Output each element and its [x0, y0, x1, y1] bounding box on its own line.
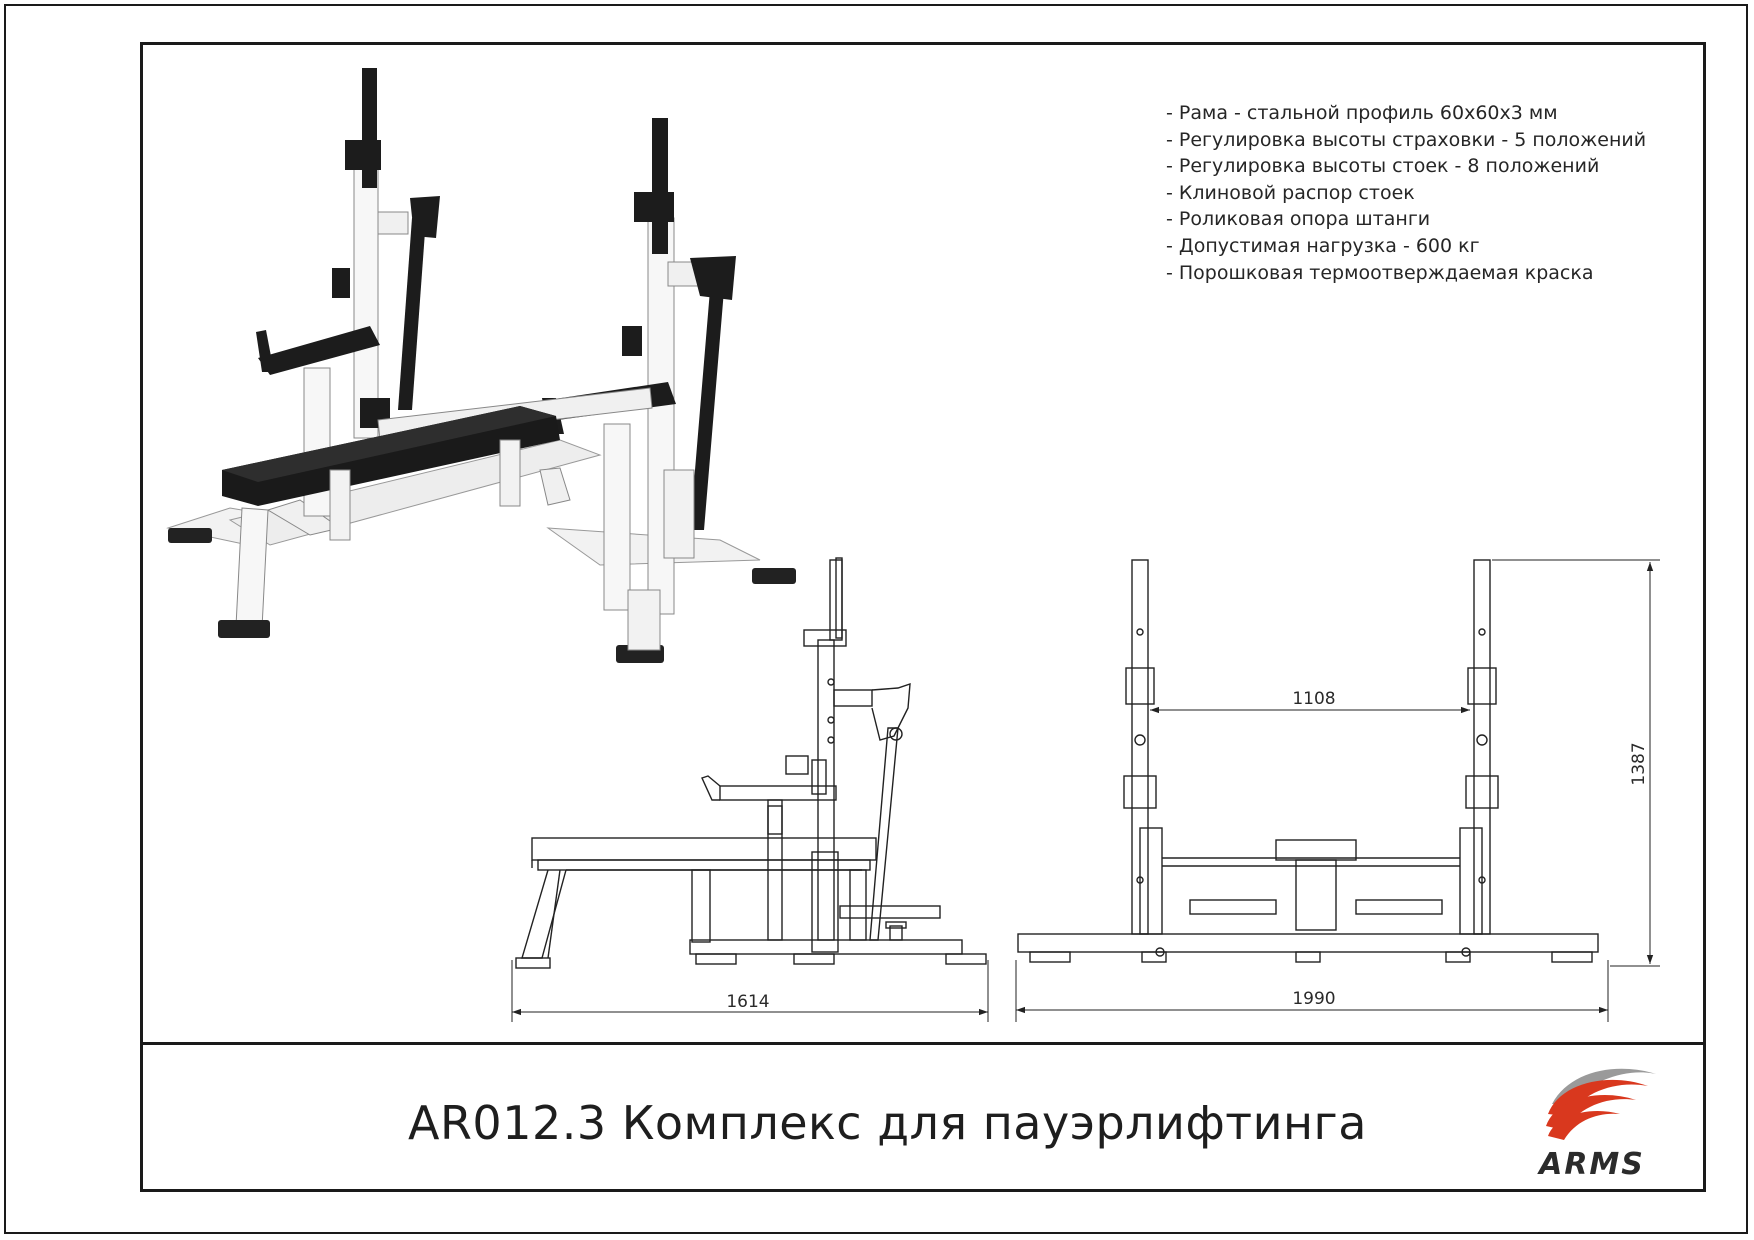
dimension-label-length: 1614: [726, 992, 769, 1012]
dimension-label-inner-width: 1108: [1292, 689, 1335, 709]
dimension-label-width: 1990: [1292, 989, 1335, 1009]
dimension-lines: [511, 559, 1660, 1022]
logo-wordmark: ARMS: [1537, 1147, 1645, 1182]
spec-item: - Регулировка высоты стоек - 8 положений: [1166, 155, 1600, 178]
drawing-frame: [140, 42, 1706, 1192]
spec-item: - Клиновой распор стоек: [1166, 181, 1415, 204]
spec-item: - Рама - стальной профиль 60х60х3 мм: [1166, 102, 1558, 124]
front-view: [1017, 559, 1599, 963]
bench-3d-render: [166, 68, 796, 663]
spec-item: - Допустимая нагрузка - 600 кг: [1166, 234, 1480, 257]
outer-frame: [4, 4, 1748, 1234]
specifications-list: - Рама - стальной профиль 60х60х3 мм - Р…: [1166, 100, 1646, 286]
spec-item: - Регулировка высоты страховки - 5 полож…: [1166, 128, 1647, 151]
dimension-label-height: 1387: [1629, 742, 1649, 785]
product-title: AR012.3 Комплекс для пауэрлифтинга: [408, 1096, 1367, 1150]
spec-item: - Порошковая термоотверждаемая краска: [1166, 261, 1594, 284]
arms-logo: ARMS: [1537, 1068, 1656, 1182]
spec-item: - Роликовая опора штанги: [1166, 208, 1431, 231]
side-view: [515, 557, 987, 969]
title-block-divider: [140, 1042, 1706, 1045]
